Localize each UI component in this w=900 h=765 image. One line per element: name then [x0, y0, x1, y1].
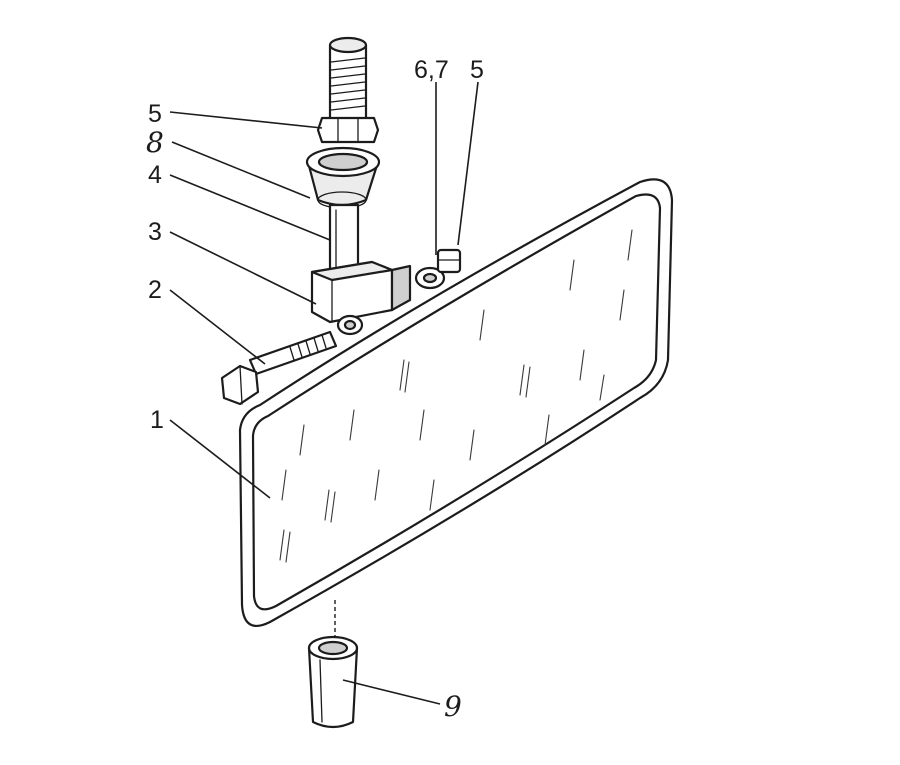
callout-6-7: 6,7	[414, 56, 449, 84]
callout-5-top: 5	[148, 100, 162, 128]
callout-5-right: 5	[470, 56, 484, 84]
callout-4: 4	[148, 161, 162, 189]
callout-3: 3	[148, 218, 162, 246]
glass-reflection-hatching	[279, 229, 633, 563]
leader-lines	[169, 81, 479, 705]
callout-9: 9	[444, 690, 462, 723]
collar	[305, 146, 381, 209]
hinge-parts	[336, 248, 462, 336]
bracket-block	[310, 260, 412, 324]
sleeve	[307, 635, 359, 729]
callout-1: 1	[150, 406, 164, 434]
mirror	[238, 178, 674, 627]
bolt	[220, 330, 338, 406]
threaded-stud	[328, 36, 368, 127]
callout-2: 2	[148, 276, 162, 304]
callout-8: 8	[146, 126, 164, 159]
callout-labels: 1 2 3 4 5 8 6,7 5 9	[146, 56, 484, 723]
top-nut	[316, 116, 380, 144]
